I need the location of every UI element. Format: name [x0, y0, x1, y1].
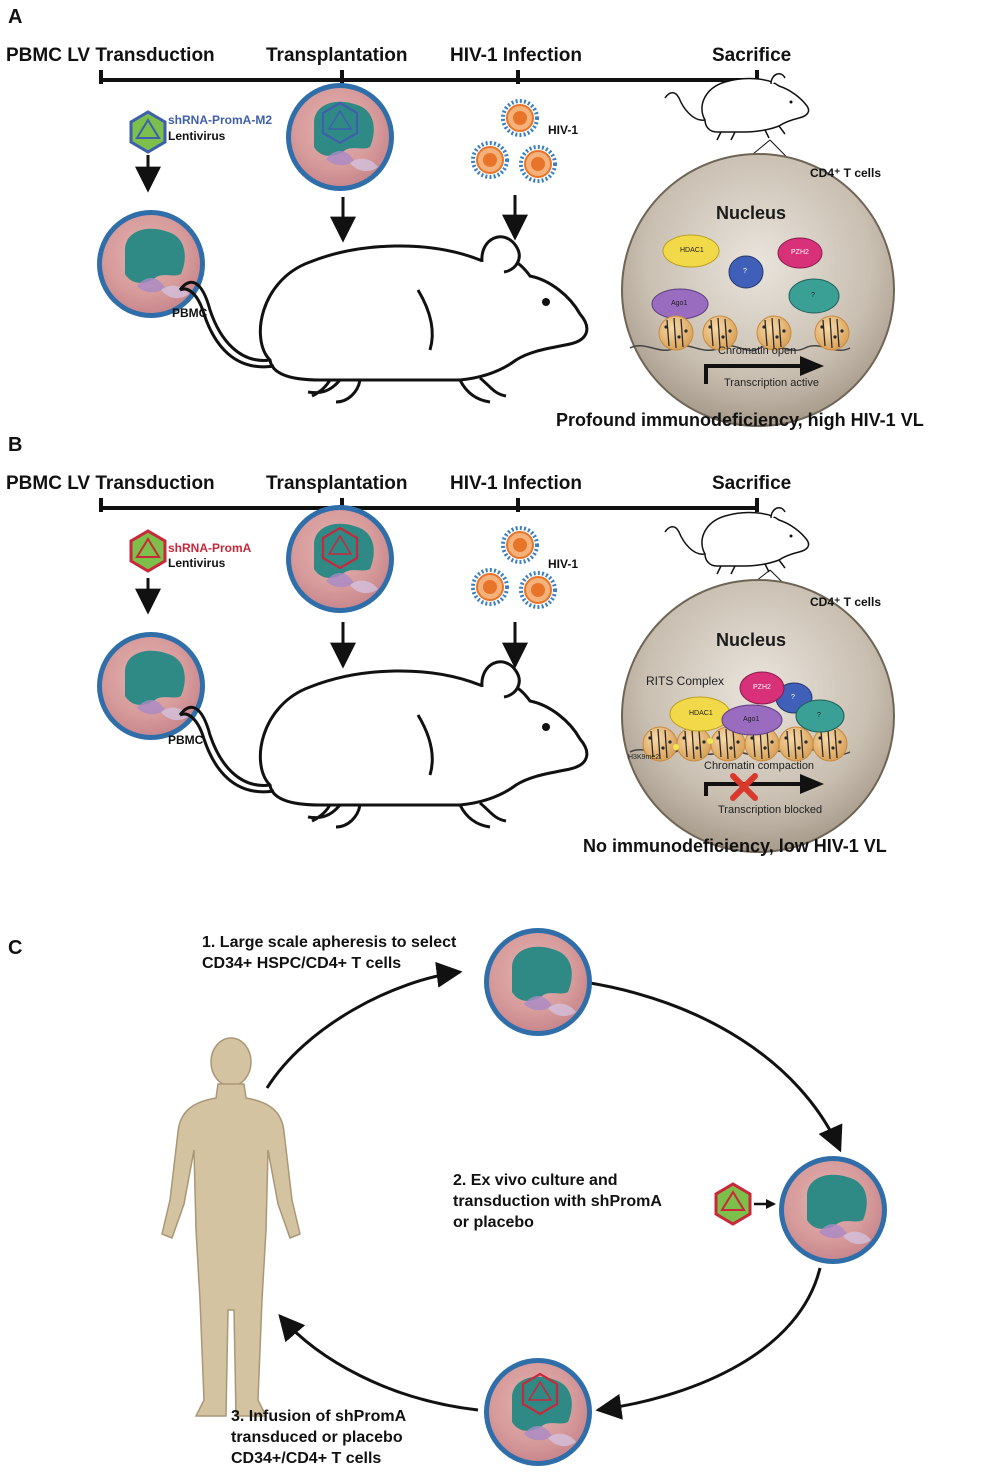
- pbmc-cell-a: [97, 210, 205, 318]
- timeline-a-label-sacrifice: Sacrifice: [712, 45, 792, 66]
- timeline-a-label-transplant: Transplantation: [266, 45, 408, 66]
- vector-type-b: Lentivirus: [168, 556, 226, 570]
- chromatin-text-b: Chromatin compaction: [704, 760, 815, 772]
- transcription-arrowhead-a: [800, 356, 824, 376]
- panel-c: [161, 928, 887, 1466]
- timeline-b-label-infection: HIV-1 Infection: [450, 473, 582, 494]
- hiv-particle-icon: [471, 141, 509, 179]
- panel-label-a: A: [8, 6, 23, 28]
- pbmc-label-a: PBMC: [172, 306, 208, 320]
- transcription-text-b: Transcription blocked: [718, 804, 823, 816]
- hiv-particle-icon: [501, 526, 539, 564]
- histone-mark-label: H3K9me2: [628, 754, 660, 761]
- protein-label-ago1: Ago1: [743, 716, 760, 723]
- protein-hdac1: [662, 234, 720, 268]
- pbmc-label-b: PBMC: [168, 733, 204, 747]
- protein-unknown-1: [728, 255, 764, 289]
- mouse-b: [178, 660, 589, 829]
- harvested-cell-c: [484, 928, 592, 1036]
- outcome-a: Profound immunodeficiency, high HIV-1 VL: [556, 410, 924, 430]
- outcome-b: No immunodeficiency, low HIV-1 VL: [583, 836, 887, 856]
- vector-name-a: shRNA-PromA-M2: [168, 113, 273, 127]
- vector-in-cell-icon: [521, 1372, 559, 1416]
- transduced-cell-b: [286, 505, 394, 613]
- nucleus-title-b: Nucleus: [716, 630, 787, 650]
- transcription-arrowhead-b: [800, 774, 824, 794]
- histone: [676, 726, 712, 762]
- transcription-arrow-b: [704, 782, 800, 796]
- protein-label-unknown-2: ?: [811, 292, 815, 299]
- hiv-label-b: HIV-1: [548, 557, 579, 571]
- protein-label-pzh2: PZH2: [791, 249, 809, 256]
- protein-label-unknown-1: ?: [791, 694, 795, 701]
- protein-unknown-2: [788, 278, 840, 314]
- vector-name-b: shRNA-PromA: [168, 541, 252, 555]
- histone: [658, 315, 694, 351]
- vector-in-cell-icon: [321, 526, 359, 570]
- pbmc-cell-b: [97, 632, 205, 740]
- histone: [778, 726, 814, 762]
- cycle-arrow-1: [265, 961, 463, 1089]
- mouse-a: [178, 235, 589, 404]
- hiv-particle-icon: [519, 145, 557, 183]
- protein-label-unknown-2: ?: [817, 712, 821, 719]
- panel-label-b: B: [8, 434, 23, 456]
- methyl-mark: [673, 744, 679, 750]
- hiv-particle-icon: [501, 99, 539, 137]
- timeline-b-label-transplant: Transplantation: [266, 473, 408, 494]
- timeline-a-label-transduction: PBMC LV Transduction: [6, 45, 215, 66]
- protein-label-unknown-1: ?: [743, 268, 747, 275]
- cd4-label-b: CD4⁺ T cells: [810, 595, 882, 609]
- protein-pzh2: [739, 671, 785, 705]
- chromatin-text-a: Chromatin open: [718, 345, 797, 357]
- rits-complex-label: RITS Complex: [646, 674, 725, 688]
- lentivirus-icon: [129, 529, 167, 573]
- shpromA-vector-icon: [714, 1182, 752, 1226]
- panel-label-c: C: [8, 937, 23, 959]
- transcription-arrow-a: [704, 364, 800, 384]
- panel-b: [97, 498, 895, 853]
- cycle-arrow-3: [595, 1267, 822, 1420]
- timeline-b-label-transduction: PBMC LV Transduction: [6, 473, 215, 494]
- protein-label-hdac1: HDAC1: [680, 247, 704, 254]
- nucleus-title-a: Nucleus: [716, 203, 787, 223]
- hiv-label-a: HIV-1: [548, 123, 579, 137]
- protein-label-hdac1: HDAC1: [689, 710, 713, 717]
- histone: [814, 315, 850, 351]
- lentivirus-icon: [129, 110, 167, 154]
- transduced-cell-a: [286, 83, 394, 191]
- protein-label-ago1: Ago1: [671, 300, 688, 307]
- timeline-b-label-sacrifice: Sacrifice: [712, 473, 792, 494]
- protein-unknown-2: [795, 699, 845, 733]
- vector-in-cell-icon: [321, 101, 359, 145]
- vector-type-a: Lentivirus: [168, 129, 226, 143]
- cultured-cell-c: [779, 1156, 887, 1264]
- panel-a: [97, 70, 895, 427]
- step-1-text: 1. Large scale apheresis to select CD34+…: [202, 934, 457, 972]
- transcription-text-a: Transcription active: [724, 377, 819, 389]
- small-mouse-a: [664, 72, 810, 141]
- cycle-arrow-2: [583, 980, 843, 1153]
- blocked-x-icon: [730, 773, 758, 801]
- methyl-mark: [707, 738, 713, 744]
- timeline-a-label-infection: HIV-1 Infection: [450, 45, 582, 66]
- hiv-particle-icon: [471, 568, 509, 606]
- protein-label-pzh2: PZH2: [753, 684, 771, 691]
- step-2-text: 2. Ex vivo culture and transduction with…: [453, 1172, 662, 1231]
- hiv-particle-icon: [519, 571, 557, 609]
- step-3-text: 3. Infusion of shPromA transduced or pla…: [231, 1408, 407, 1467]
- cycle-arrow-4: [278, 1314, 479, 1412]
- cd4-label-a: CD4⁺ T cells: [810, 166, 882, 180]
- human-body-icon: [161, 1037, 301, 1417]
- protein-pzh2: [777, 237, 823, 269]
- protein-ago1: [721, 704, 783, 736]
- small-mouse-b: [664, 506, 810, 575]
- nucleus-a: [621, 153, 895, 427]
